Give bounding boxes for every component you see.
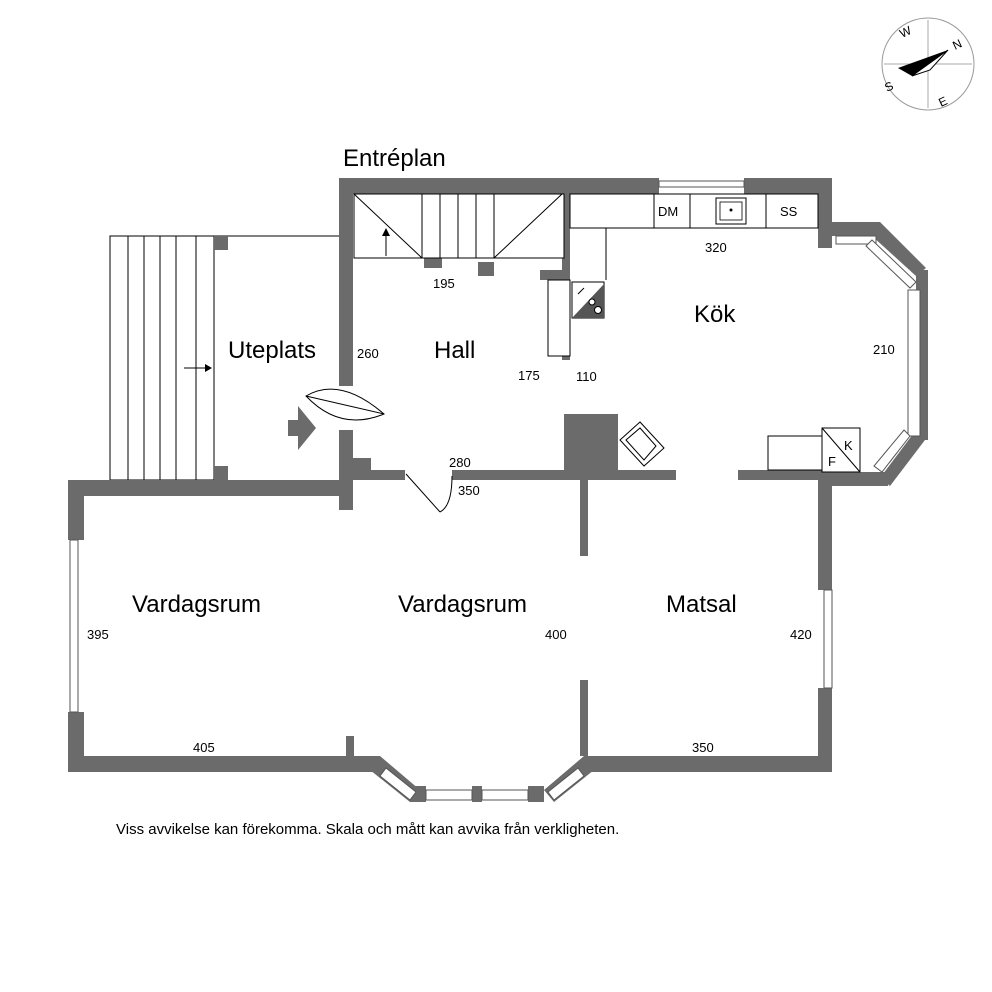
dim-vardagsrum-depth: 395 — [87, 627, 109, 642]
floor-title: Entréplan — [343, 145, 446, 172]
room-matsal: Matsal — [666, 591, 737, 618]
dim-matsal-width: 350 — [692, 740, 714, 755]
hall-door — [405, 473, 453, 513]
fireplace-icon — [618, 418, 665, 470]
dim-matsal-depth: 420 — [790, 627, 812, 642]
dim-hall-mid: 175 — [518, 368, 540, 383]
dim-vardagsrum-width: 405 — [193, 740, 215, 755]
label-dm: DM — [658, 204, 678, 219]
label-f: F — [828, 454, 836, 469]
bay-window-bottom — [379, 767, 585, 801]
room-vardagsrum-left: Vardagsrum — [132, 591, 261, 618]
deck-planks — [109, 235, 340, 481]
deck-direction-arrow-icon — [184, 364, 212, 372]
bay-window-kitchen — [835, 235, 921, 473]
room-hall: Hall — [434, 337, 475, 364]
dim-hall-lower: 280 — [449, 455, 471, 470]
dim-hall-width: 195 — [433, 276, 455, 291]
dim-kok-width: 320 — [705, 240, 727, 255]
stair-arrow-icon — [382, 228, 390, 236]
dim-hall-depth: 260 — [357, 346, 379, 361]
dim-center-depth: 400 — [545, 627, 567, 642]
room-uteplats: Uteplats — [228, 337, 316, 364]
disclaimer: Viss avvikelse kan förekomma. Skala och … — [116, 821, 619, 838]
compass-needle-icon — [898, 50, 948, 76]
fridge-freezer — [767, 427, 861, 473]
dim-kok-mid: 110 — [576, 369, 597, 384]
room-kok: Kök — [694, 301, 736, 328]
front-door — [305, 388, 385, 421]
staircase — [353, 193, 565, 259]
kitchen-counter — [547, 193, 819, 357]
dim-door-width: 350 — [458, 483, 480, 498]
room-vardagsrum-center: Vardagsrum — [398, 591, 527, 618]
label-k: K — [844, 438, 853, 453]
entrance-arrow-icon — [288, 406, 316, 450]
label-ss: SS — [780, 204, 798, 219]
compass: N W S E — [881, 17, 975, 111]
dim-kok-depth: 210 — [873, 342, 895, 357]
